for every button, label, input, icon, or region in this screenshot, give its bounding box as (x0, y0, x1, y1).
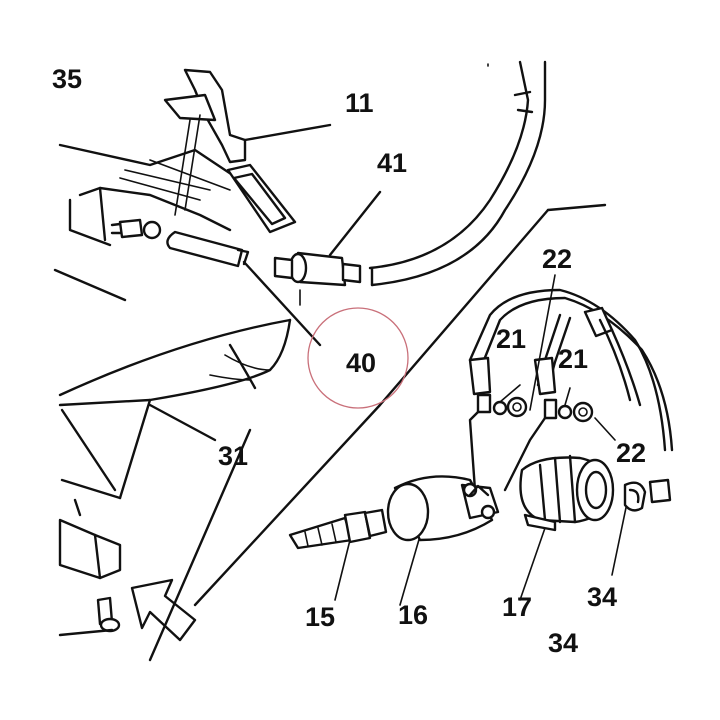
part-11-clip (163, 68, 332, 234)
callout-11: 11 (345, 88, 374, 118)
nozzle-left (468, 356, 528, 492)
callout-15: 15 (305, 602, 335, 632)
part-34-clip (623, 478, 672, 512)
part-17-holder (519, 454, 615, 532)
direction-arrow (130, 578, 197, 642)
callout-16: 16 (398, 600, 428, 630)
callout-31: 31 (218, 441, 248, 471)
part-41-connector (273, 190, 382, 306)
part-15-filter (288, 508, 388, 550)
bumper-panel (58, 318, 292, 500)
lower-mount (58, 498, 122, 637)
part-40-hose (166, 230, 322, 347)
outline-diagonal (148, 203, 607, 662)
part-16-pump (386, 475, 500, 542)
callout-21-left: 21 (496, 324, 526, 354)
callout-35: 35 (52, 64, 82, 94)
callout-34-lower: 34 (548, 628, 578, 658)
callout-17: 17 (502, 592, 532, 622)
headlamp-housing (53, 143, 262, 302)
bolt-left (110, 218, 162, 240)
nozzle-right (503, 356, 594, 492)
callout-40: 40 (346, 348, 376, 378)
washer-hose-main (368, 60, 547, 287)
callout-41: 41 (377, 148, 407, 178)
callout-leaders (334, 274, 629, 606)
highlight-circle (307, 307, 409, 409)
callout-22-top: 22 (542, 244, 572, 274)
callout-34-upper: 34 (587, 582, 617, 612)
callout-22-right: 22 (616, 438, 646, 468)
callout-21-right: 21 (558, 344, 588, 374)
